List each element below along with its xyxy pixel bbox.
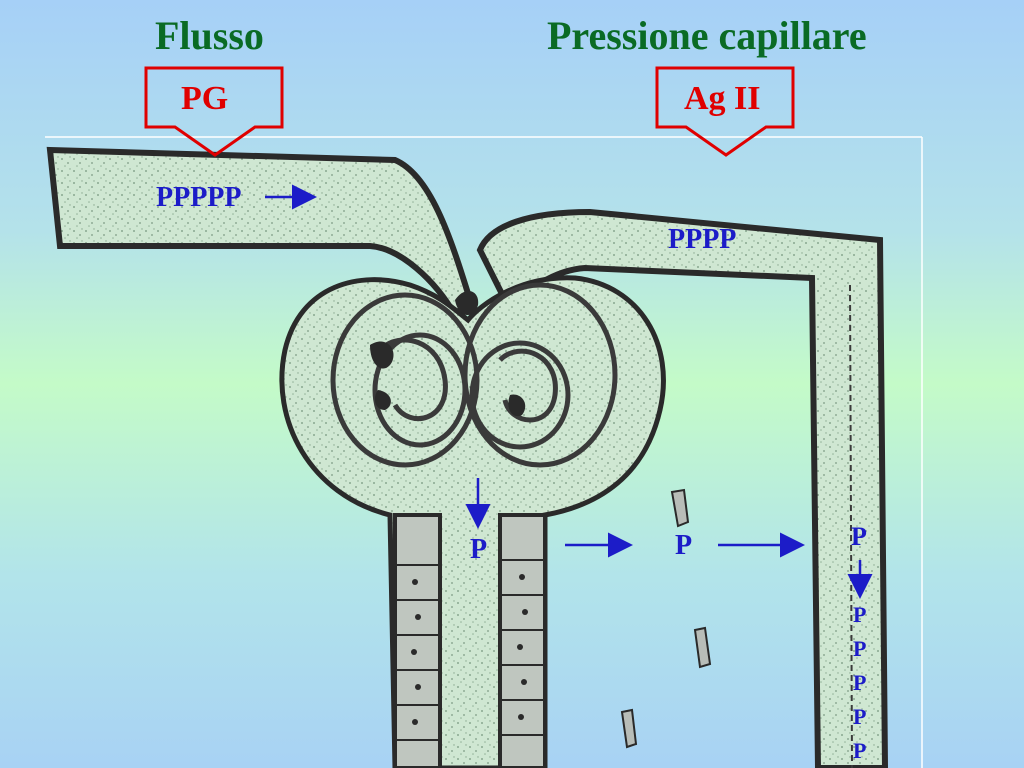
capillary-pressure-label: P [851, 522, 867, 551]
glomerulus-dark-spots [370, 290, 526, 417]
efferent-pressure-label: PPPP [668, 224, 737, 255]
pg-label: PG [181, 80, 229, 117]
capillary-pressure-label: P [853, 636, 867, 661]
ag-arrow-box [655, 66, 795, 157]
glomerulus [330, 282, 618, 468]
afferent-pressure-label: PPPPP [156, 182, 242, 213]
pg-arrow-box [144, 66, 284, 157]
capillary-pressure-label: P [853, 670, 867, 695]
flow-heading: Flusso [155, 13, 264, 58]
pressure-heading: Pressione capillare [547, 13, 867, 58]
capillary-pressure-label: P [853, 738, 867, 763]
capillary-pressure-label: P [853, 704, 867, 729]
ag-ii-label: Ag II [684, 80, 761, 117]
interstitial-fragments [620, 488, 712, 749]
tubule-pressure-label: P [470, 534, 488, 565]
interstitium-pressure-label: P [675, 530, 693, 561]
proximal-tubule [393, 513, 547, 768]
capillary-lumen [849, 284, 853, 768]
capillary-pressure-label: P [853, 602, 867, 627]
